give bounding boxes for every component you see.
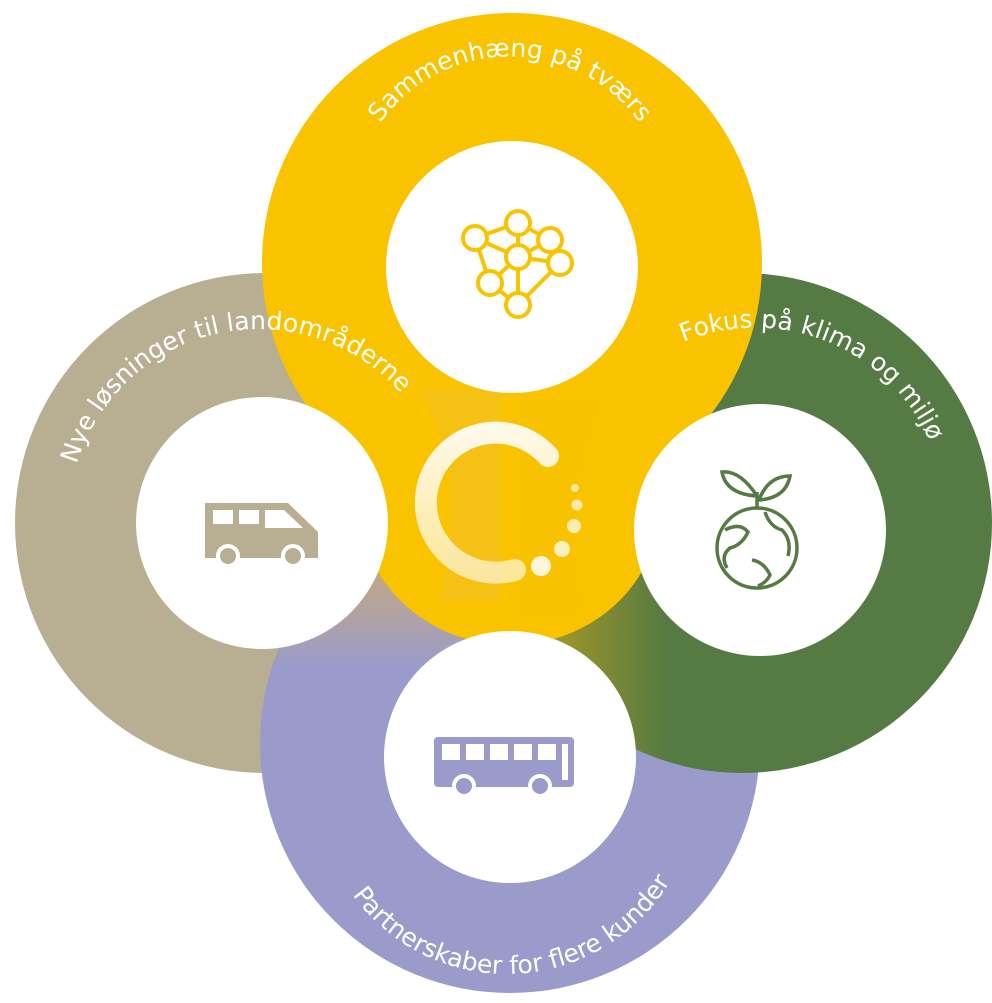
spinner-logo-icon [414, 421, 583, 584]
center-overlap [360, 365, 660, 645]
network-icon [461, 209, 574, 319]
van-icon [205, 503, 318, 568]
bus-icon [434, 737, 574, 798]
globe-plant-icon [715, 470, 799, 590]
disc-right [634, 404, 886, 656]
